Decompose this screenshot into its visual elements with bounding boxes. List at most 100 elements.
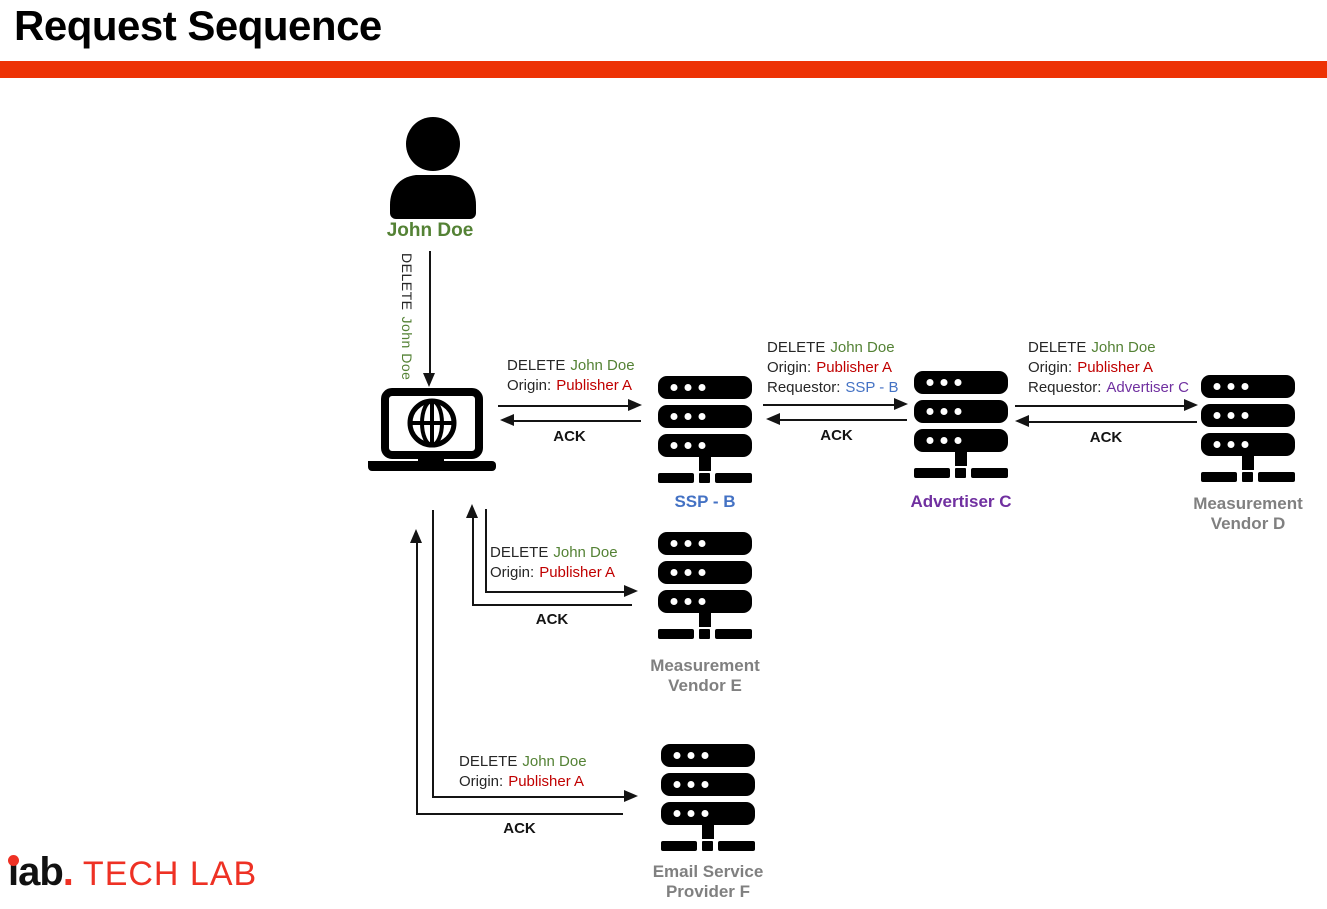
node-esp-f-label-line2: Provider F <box>665 882 751 901</box>
arrow-user-to-device-line <box>429 251 431 375</box>
node-vendor-e-label-line1: Measurement <box>650 656 760 675</box>
origin-value: Publisher A <box>1077 359 1154 376</box>
node-vendor-e-label-line2: Vendor E <box>668 676 742 695</box>
node-user-label: John Doe <box>386 220 474 241</box>
node-esp-f <box>661 744 755 856</box>
requestor-value: Advertiser C <box>1106 379 1189 396</box>
server-icon <box>658 376 752 483</box>
requestor-key: Requestor: <box>767 379 841 396</box>
message-subject: John Doe <box>1091 339 1156 356</box>
accent-bar <box>0 61 1327 78</box>
node-vendor-e-label: Measurement Vendor E <box>645 656 765 696</box>
arrow-ssp-to-advertiser-line <box>763 404 894 406</box>
page-title: Request Sequence <box>14 2 382 49</box>
message-user-to-device: DELETE John Doe <box>399 253 415 385</box>
node-vendor-d-label-line1: Measurement <box>1193 494 1303 513</box>
message-line-origin: Origin:Publisher A <box>459 772 587 792</box>
arrow-advertiser-to-vendor-d-head <box>1184 399 1198 411</box>
origin-value: Publisher A <box>816 359 893 376</box>
origin-value: Publisher A <box>556 377 633 394</box>
origin-key: Origin: <box>507 377 552 394</box>
logo-red-dot-icon <box>8 855 19 866</box>
arrow-user-to-device-head <box>423 373 435 387</box>
arrow-esp-f-to-device-vline <box>416 542 418 815</box>
server-icon <box>658 532 752 639</box>
message-line-origin: Origin:Publisher A <box>1028 358 1189 378</box>
server-icon <box>1201 375 1295 482</box>
message-line-requestor: Requestor:Advertiser C <box>1028 378 1189 398</box>
arrow-vendor-e-to-device-hline <box>472 604 632 606</box>
arrow-device-to-ssp-line <box>498 405 628 407</box>
arrow-device-to-vendor-e-hline <box>485 591 624 593</box>
message-verb: DELETE <box>1028 339 1087 356</box>
arrow-vendor-e-to-device-head <box>466 504 478 518</box>
ack-device-esp-f: ACK <box>503 820 536 837</box>
message-subject: John Doe <box>399 316 415 381</box>
node-device <box>363 388 497 479</box>
ack-device-vendor-e: ACK <box>535 611 569 628</box>
origin-key: Origin: <box>767 359 812 376</box>
node-ssp-label: SSP - B <box>674 492 736 511</box>
message-verb: DELETE <box>459 753 518 770</box>
requestor-key: Requestor: <box>1028 379 1102 396</box>
arrow-ssp-to-device-line <box>513 420 641 422</box>
message-subject: John Doe <box>570 357 635 374</box>
requestor-value: SSP - B <box>845 379 899 396</box>
message-verb: DELETE <box>507 357 566 374</box>
node-advertiser-label: Advertiser C <box>910 492 1012 511</box>
arrow-vendor-d-to-advertiser-head <box>1015 415 1029 427</box>
arrow-device-to-vendor-e-head <box>624 585 638 597</box>
origin-key: Origin: <box>1028 359 1073 376</box>
server-icon <box>661 744 755 851</box>
message-subject: John Doe <box>553 544 618 561</box>
message-verb: DELETE <box>399 253 415 311</box>
message-subject: John Doe <box>522 753 587 770</box>
ack-advertiser-vendor-d: ACK <box>1089 429 1123 446</box>
message-subject: John Doe <box>830 339 895 356</box>
arrow-device-to-esp-f-vline <box>432 510 434 798</box>
node-vendor-e <box>658 532 752 644</box>
arrow-ssp-to-advertiser-head <box>894 398 908 410</box>
message-line-origin: Origin:Publisher A <box>507 376 635 396</box>
arrow-device-to-vendor-e-vline <box>485 509 487 593</box>
node-vendor-d-label-line2: Vendor D <box>1210 514 1286 533</box>
node-vendor-d <box>1201 375 1295 487</box>
arrow-esp-f-to-device-hline <box>416 813 623 815</box>
globe-icon <box>407 398 457 448</box>
origin-key: Origin: <box>459 773 504 790</box>
arrow-device-to-esp-f-hline <box>432 796 624 798</box>
message-verb: DELETE <box>767 339 826 356</box>
laptop-icon <box>368 388 496 471</box>
node-user <box>385 117 481 224</box>
origin-key: Origin: <box>490 564 535 581</box>
arrow-ssp-to-device-head <box>500 414 514 426</box>
arrow-esp-f-to-device-head <box>410 529 422 543</box>
ack-device-ssp: ACK <box>553 428 586 445</box>
logo-iab-wordmark: iab <box>8 852 64 892</box>
arrow-advertiser-to-vendor-d-line <box>1015 405 1184 407</box>
logo-tech-lab-text: TECH LAB <box>82 855 258 893</box>
arrow-device-to-esp-f-head <box>624 790 638 802</box>
arrow-device-to-ssp-head <box>628 399 642 411</box>
message-verb: DELETE <box>490 544 549 561</box>
iab-tech-lab-logo: iab. TECH LAB <box>8 852 257 892</box>
node-esp-f-label: Email Service Provider F <box>648 862 768 902</box>
ack-ssp-advertiser: ACK <box>820 427 853 444</box>
message-line-origin: Origin:Publisher A <box>767 358 898 378</box>
logo-period: . <box>62 850 74 894</box>
origin-value: Publisher A <box>508 773 585 790</box>
arrow-advertiser-to-ssp-line <box>779 419 907 421</box>
origin-value: Publisher A <box>539 564 616 581</box>
person-icon <box>390 117 476 219</box>
node-advertiser <box>914 371 1008 483</box>
